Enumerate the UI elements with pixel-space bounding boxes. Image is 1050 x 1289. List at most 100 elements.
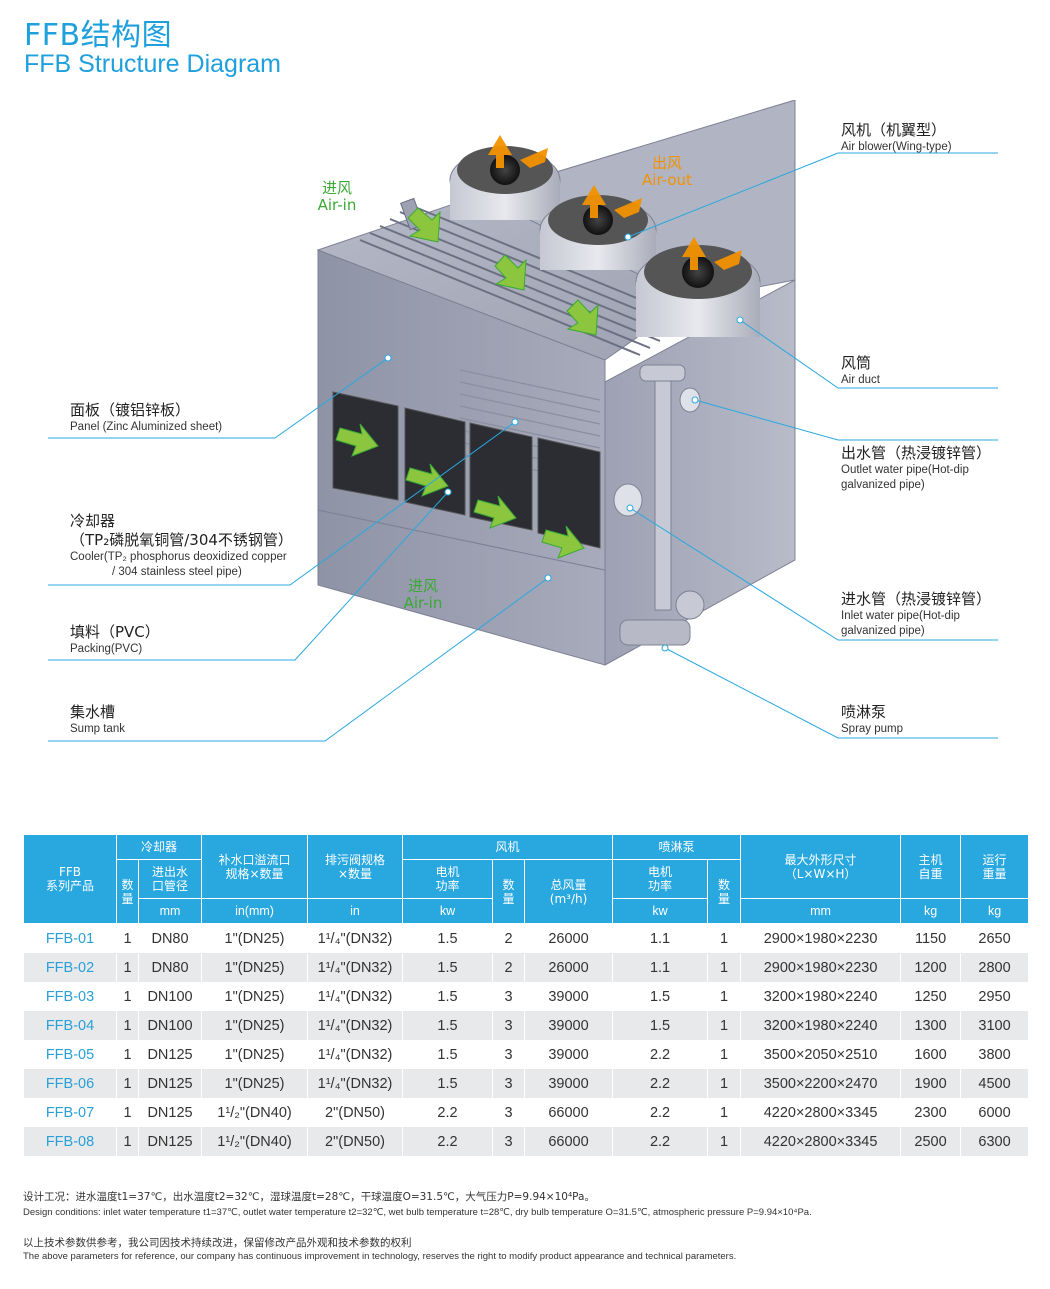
table-cell: 1	[707, 953, 742, 982]
table-cell: 1150	[900, 923, 962, 953]
callout-en: galvanized pipe)	[841, 625, 925, 637]
table-cell: 1.1	[612, 923, 709, 953]
table-cell: 1¹/₄"(DN32)	[307, 1011, 404, 1040]
callout-en: Spray pump	[841, 723, 904, 735]
table-cell: 1	[707, 1069, 742, 1098]
disclaimer-cn: 以上技术参数供参考，我公司因技术持续改进，保留修改产品外观和技术参数的权利	[23, 1237, 412, 1249]
page-title-cn: FFB结构图	[24, 18, 173, 53]
table-cell: 2900×1980×2230	[740, 953, 902, 982]
air-out-en: Air-out	[642, 171, 692, 189]
table-cell: 1600	[900, 1040, 962, 1069]
table-cell: 1¹/₄"(DN32)	[307, 982, 404, 1011]
callout-outlet-pipe: 出水管（热浸镀锌管） Outlet water pipe(Hot-dip gal…	[841, 444, 991, 493]
table-cell: DN100	[137, 1011, 203, 1040]
table-cell: 1	[116, 1040, 139, 1069]
header-cooler: 冷却器	[115, 834, 203, 860]
callout-cn: 填料（PVC）	[70, 623, 160, 641]
header-pipe-dia: 进出水 口管径	[137, 859, 203, 899]
table-cell: 26000	[524, 923, 614, 953]
table-cell: 6300	[960, 1127, 1030, 1156]
table-cell: DN80	[137, 953, 203, 982]
table-cell: 1	[116, 1127, 139, 1156]
table-cell: 1	[707, 1040, 742, 1069]
unit-kg: kg	[900, 898, 962, 924]
callout-en: Cooler(TP₂ phosphorus deoxidized copper	[70, 551, 287, 563]
table-cell: 1¹/₄"(DN32)	[307, 923, 404, 953]
callout-air-duct: 风筒 Air duct	[841, 354, 880, 388]
table-cell: 2800	[960, 953, 1030, 982]
table-cell: 39000	[524, 1069, 614, 1098]
table-cell: 1.5	[612, 982, 709, 1011]
model-cell: FFB-01	[23, 923, 117, 953]
callout-air-blower: 风机（机翼型） Air blower(Wing-type)	[841, 121, 952, 155]
table-cell: 26000	[524, 953, 614, 982]
table-cell: 1	[707, 1098, 742, 1127]
header-pump: 喷淋泵	[612, 834, 742, 860]
table-cell: 1	[707, 1011, 742, 1040]
callout-inlet-pipe: 进水管（热浸镀锌管） Inlet water pipe(Hot-dip galv…	[841, 590, 991, 639]
table-cell: 1.5	[402, 1069, 494, 1098]
table-cell: DN125	[137, 1098, 203, 1127]
table-cell: 39000	[524, 1011, 614, 1040]
callout-packing: 填料（PVC） Packing(PVC)	[70, 623, 160, 657]
table-cell: 1"(DN25)	[201, 982, 309, 1011]
callout-cn: 风机（机翼型）	[841, 121, 947, 139]
callout-en: Outlet water pipe(Hot-dip	[841, 464, 969, 476]
table-cell: 1"(DN25)	[201, 1011, 309, 1040]
callout-cooler: 冷却器 （TP₂磷脱氧铜管/304不锈钢管） Cooler(TP₂ phosph…	[70, 512, 293, 580]
air-out-cn: 出风	[651, 154, 682, 172]
model-cell: FFB-05	[23, 1040, 117, 1069]
table-cell: 2"(DN50)	[307, 1098, 404, 1127]
callout-en: Sump tank	[70, 723, 125, 735]
table-cell: 1"(DN25)	[201, 1040, 309, 1069]
table-cell: 4220×2800×3345	[740, 1127, 902, 1156]
page-title-en: FFB Structure Diagram	[24, 50, 282, 78]
table-cell: 1.5	[612, 1011, 709, 1040]
header-cooler-qty: 数 量	[116, 859, 139, 924]
table-cell: 1.5	[402, 982, 494, 1011]
table-cell: 3	[492, 1040, 526, 1069]
table-cell: 2300	[900, 1098, 962, 1127]
table-cell: 1300	[900, 1011, 962, 1040]
table-cell: 3	[492, 1127, 526, 1156]
callout-cn: 喷淋泵	[841, 703, 887, 721]
table-cell: 1.1	[612, 953, 709, 982]
callout-cn: 集水槽	[70, 703, 116, 721]
table-cell: 3800	[960, 1040, 1030, 1069]
table-cell: 39000	[524, 982, 614, 1011]
header-airflow: 总风量 (m³/h)	[524, 859, 614, 924]
table-cell: 3	[492, 1098, 526, 1127]
unit-mm: mm	[740, 898, 902, 924]
air-in-cn: 进风	[407, 577, 438, 595]
unit-kw: kw	[402, 898, 494, 924]
header-makeup: 补水口溢流口 规格×数量	[201, 834, 309, 899]
table-cell: 1.5	[402, 923, 494, 953]
table-cell: 1	[116, 982, 139, 1011]
table-cell: DN125	[137, 1069, 203, 1098]
disclaimer-en: The above parameters for reference, our …	[23, 1251, 737, 1262]
callout-spray-pump: 喷淋泵 Spray pump	[841, 703, 903, 737]
design-conditions-cn: 设计工况：进水温度t1=37℃，出水温度t2=32℃，湿球温度t=28℃，干球温…	[23, 1191, 595, 1203]
header-drain: 排污阀规格 ×数量	[307, 834, 404, 899]
header-weight: 主机 自重	[900, 834, 962, 899]
table-cell: 3	[492, 982, 526, 1011]
table-cell: 1	[116, 1069, 139, 1098]
table-cell: 2	[492, 923, 526, 953]
callout-sump: 集水槽 Sump tank	[70, 703, 125, 737]
unit-kw: kw	[612, 898, 709, 924]
table-cell: 2500	[900, 1127, 962, 1156]
table-cell: 1¹/₄"(DN32)	[307, 1040, 404, 1069]
callout-cn: 面板（镀铝锌板）	[70, 401, 191, 419]
table-cell: 4500	[960, 1069, 1030, 1098]
table-cell: 1¹/₄"(DN32)	[307, 953, 404, 982]
callout-cn: （TP₂磷脱氧铜管/304不锈钢管）	[70, 531, 293, 549]
design-conditions-en: Design conditions: inlet water temperatu…	[23, 1207, 812, 1218]
table-cell: 1200	[900, 953, 962, 982]
callout-en: / 304 stainless steel pipe)	[112, 566, 242, 578]
